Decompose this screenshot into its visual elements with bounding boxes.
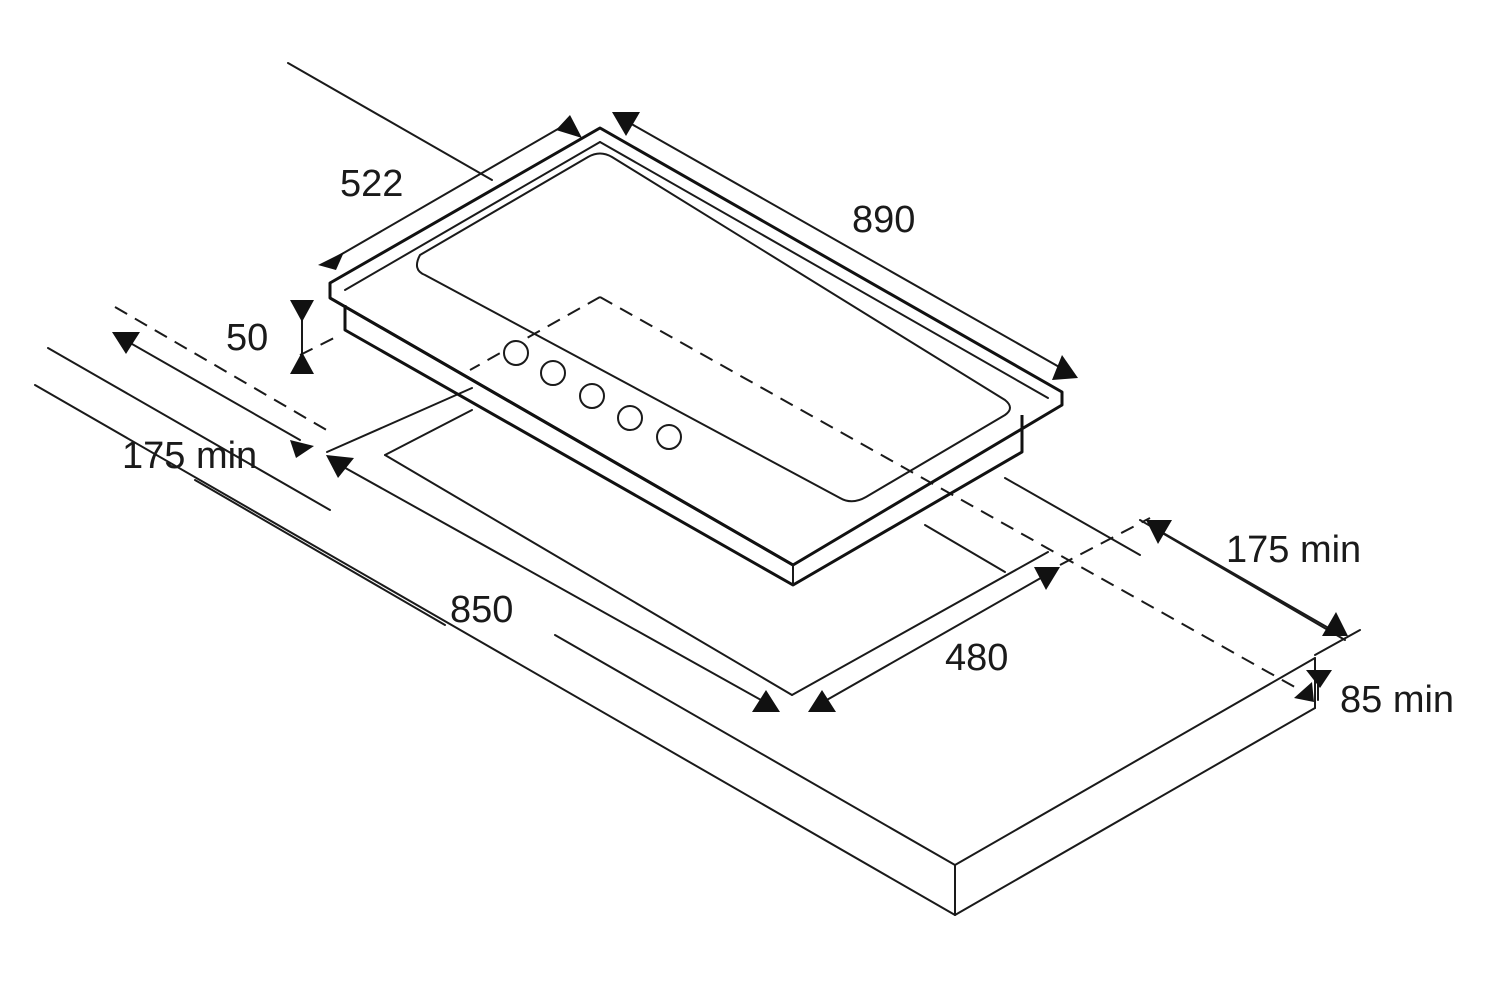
worktop-right-bottom-edge — [954, 707, 1316, 916]
hob-bevel-left — [344, 141, 601, 291]
arrow-icon — [112, 332, 140, 354]
dim-line-522 — [334, 121, 571, 259]
knob-icon — [617, 405, 643, 431]
dashed-cutout-right — [1059, 517, 1151, 566]
hob-front-edge — [329, 296, 794, 567]
wall-line — [287, 62, 493, 181]
arrow-icon — [1146, 520, 1172, 544]
label-hob-height: 50 — [226, 317, 268, 359]
arrow-icon — [1294, 682, 1314, 702]
label-right-clearance: 175 min — [1226, 529, 1361, 571]
cutout-left-edge-b — [384, 409, 473, 456]
knob-icon — [503, 340, 529, 366]
cutout-front-edge — [384, 454, 793, 696]
arrow-icon — [1034, 567, 1060, 590]
dim-line-850 — [339, 464, 771, 706]
arrow-icon — [752, 690, 780, 712]
arrow-icon — [808, 690, 836, 712]
dim-line-890 — [627, 121, 1069, 373]
hob — [328, 126, 1064, 587]
label-cutout-depth: 480 — [945, 637, 1008, 679]
dim-line-480 — [817, 574, 1047, 706]
arrow-icon — [318, 252, 344, 270]
worktop — [34, 62, 1316, 916]
cutout-back-edge — [1004, 477, 1141, 556]
arrow-icon — [290, 352, 314, 374]
arrow-icon — [1052, 355, 1078, 380]
worktop-right-top-edge — [954, 657, 1316, 866]
worktop-front-bottom-edge — [34, 384, 956, 916]
arrow-icon — [290, 440, 314, 458]
hob-top-outline — [328, 126, 1064, 567]
cutout-right-inner — [924, 524, 1006, 573]
hob-glass-panel — [415, 152, 1011, 503]
label-cutout-width: 850 — [450, 589, 513, 631]
label-hob-depth: 522 — [340, 163, 403, 205]
worktop-front-top-edge-b — [194, 479, 446, 626]
hob-bevel-right — [599, 141, 1049, 399]
arrow-icon — [612, 112, 640, 136]
cutout-left-edge-a — [326, 387, 473, 453]
cutout-right-edge-a — [791, 551, 1049, 696]
knob-row — [503, 340, 682, 450]
hidden-lines — [114, 296, 1301, 691]
label-rear-clearance: 85 min — [1340, 679, 1454, 721]
arrow-icon — [326, 455, 354, 478]
dashed-left-reference — [114, 306, 331, 433]
worktop-front-top-edge-c — [554, 634, 956, 866]
knob-icon — [579, 383, 605, 409]
worktop-front-top-edge-a — [47, 347, 331, 511]
dimension-lines — [112, 112, 1348, 712]
dim-line-175-right — [1157, 529, 1333, 631]
arrow-icon — [1306, 670, 1332, 688]
label-hob-width: 890 — [852, 199, 915, 241]
arrow-icon — [556, 115, 582, 138]
label-left-clearance: 175 min — [122, 435, 257, 477]
dimension-labels: 522 890 50 175 min 850 480 175 min 85 mi… — [122, 163, 1454, 721]
arrow-icon — [290, 300, 314, 322]
dim-line-175-left — [124, 339, 301, 441]
dashed-height-ref — [299, 334, 341, 356]
knob-icon — [656, 424, 682, 450]
rear-clearance-tick — [1314, 629, 1361, 656]
arrow-icon — [1322, 612, 1348, 636]
knob-icon — [540, 360, 566, 386]
